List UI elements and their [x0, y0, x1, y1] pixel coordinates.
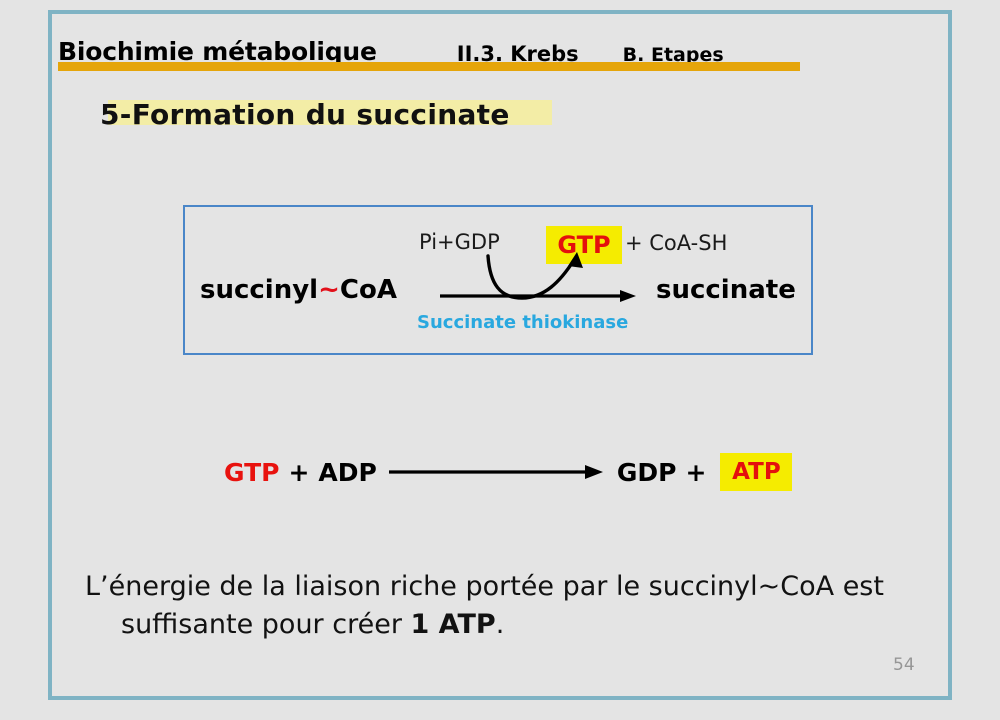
gtp-highlight-chip: GTP	[546, 226, 622, 264]
curved-arrow-head	[568, 252, 583, 268]
conclusion-line2: suffisante pour créer 1 ATP.	[85, 606, 935, 644]
thioester-bond-tilde: ~	[318, 275, 340, 305]
conclusion-text: L’énergie de la liaison riche portée par…	[85, 568, 935, 645]
conclusion-line2-prefix: suffisante pour créer	[121, 609, 411, 641]
substrate-suffix: CoA	[339, 275, 397, 305]
curved-cofactor-arrow	[486, 254, 576, 300]
conclusion-atp-count: 1 ATP	[410, 609, 496, 641]
reaction2-arrow-head	[584, 465, 603, 479]
reaction-coproduct-rest: + CoA-SH	[625, 231, 728, 255]
slide-frame	[48, 10, 952, 700]
title-highlight-band	[108, 100, 552, 125]
secondary-reaction: GTP + ADP GDP + ATP	[224, 450, 793, 494]
reaction-substrate: succinyl~CoA	[200, 275, 397, 305]
section-title-block: 5-Formation du succinate	[100, 95, 552, 137]
reaction2-plus-left: +	[288, 457, 310, 487]
page-title: 5-Formation du succinate	[100, 98, 510, 131]
course-title: Biochimie métabolique	[58, 37, 377, 66]
enzyme-label: Succinate thiokinase	[417, 312, 629, 333]
conclusion-line1: L’énergie de la liaison riche portée par…	[85, 571, 884, 602]
reaction2-arrow	[388, 465, 603, 479]
reaction2-gdp: GDP	[616, 457, 677, 487]
atp-highlight-chip: ATP	[720, 453, 793, 491]
gtp-label: GTP	[557, 231, 611, 259]
reaction2-adp: ADP	[318, 457, 377, 487]
reaction-product: succinate	[656, 275, 796, 305]
reaction-arrow-group	[440, 252, 636, 302]
page-number: 54	[893, 655, 915, 675]
reaction-arrow-head	[620, 290, 636, 302]
reaction-diagram-box	[183, 205, 813, 355]
reaction2-gtp: GTP	[224, 457, 280, 487]
header-rule	[58, 62, 800, 71]
slide-header: Biochimie métabolique II.3. Krebs B. Eta…	[58, 28, 818, 66]
reaction2-plus-right: +	[685, 457, 707, 487]
conclusion-line2-suffix: .	[495, 609, 505, 641]
header-subsection: B. Etapes	[622, 44, 724, 66]
substrate-prefix: succinyl	[200, 275, 319, 305]
reaction-cosubstrates: Pi+GDP	[419, 230, 500, 254]
atp-label: ATP	[732, 458, 781, 485]
